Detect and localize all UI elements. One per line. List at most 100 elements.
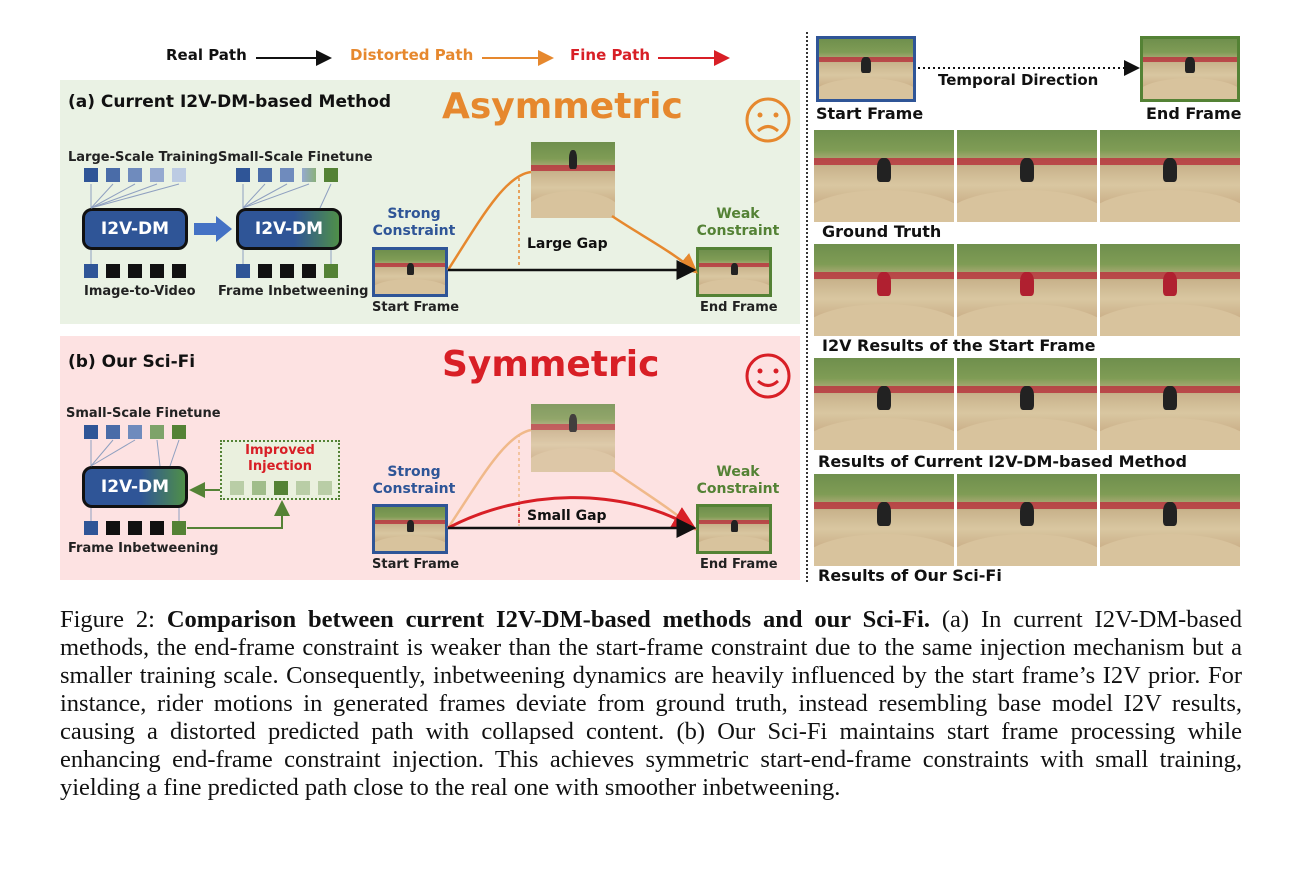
temporal-direction-label: Temporal Direction	[938, 71, 1099, 89]
token-square	[258, 168, 272, 182]
happy-face-icon	[745, 353, 791, 399]
token-square	[128, 264, 142, 278]
token-square	[324, 168, 338, 182]
end-frame-label-b: End Frame	[700, 557, 778, 572]
distorted-frame-thumb-a	[531, 142, 615, 218]
right-start-frame-label: Start Frame	[816, 104, 924, 123]
sci-fi-result-frame	[1100, 474, 1240, 566]
panel-b-paths	[446, 428, 697, 538]
start-frame-thumb-b	[372, 504, 448, 554]
temporal-arrow	[918, 60, 1140, 76]
figure-caption: Figure 2: Comparison between current I2V…	[60, 606, 1242, 802]
distorted-path-a	[446, 170, 696, 272]
current-method-frame	[1100, 358, 1240, 450]
caption-bold: Comparison between current I2V-DM-based …	[166, 606, 930, 633]
strong-constraint-label-a: Strong Constraint	[372, 206, 456, 239]
weak-constraint-label-b: Weak Constraint	[696, 464, 780, 497]
current-method-frame	[957, 358, 1097, 450]
image-to-video-label: Image-to-Video	[84, 284, 196, 299]
right-end-frame	[1140, 36, 1240, 102]
token-square	[302, 168, 316, 182]
token-square	[302, 264, 316, 278]
distorted-frame-thumb-b	[531, 404, 615, 472]
panel-a-paths	[446, 170, 800, 330]
i2v-result-frame	[814, 244, 954, 336]
token-square	[324, 264, 338, 278]
token-square	[106, 425, 120, 439]
token-square	[236, 264, 250, 278]
sci-fi-result-frame	[814, 474, 954, 566]
row-label: Ground Truth	[822, 222, 942, 241]
i2v-result-frame	[957, 244, 1097, 336]
ground-truth-frame	[957, 130, 1097, 222]
row-label: Results of Our Sci-Fi	[818, 566, 1002, 585]
sad-face-icon	[745, 97, 791, 143]
token-square	[84, 521, 98, 535]
token-square	[172, 264, 186, 278]
panel-a-connectors	[90, 183, 332, 264]
end-frame-label-a: End Frame	[700, 300, 778, 315]
token-square	[150, 264, 164, 278]
i2v-dm-block-a1: I2V-DM	[82, 208, 188, 250]
panel-b-title: (b) Our Sci-Fi	[68, 352, 196, 372]
token-square	[296, 481, 310, 495]
ground-truth-frame	[1100, 130, 1240, 222]
right-arrow-icon	[194, 216, 232, 242]
caption-label: Figure 2:	[60, 606, 167, 633]
fine-path-b	[447, 496, 697, 530]
large-gap-label: Large Gap	[527, 236, 608, 252]
token-square	[150, 521, 164, 535]
panel-a-heading: Asymmetric	[442, 86, 683, 127]
end-frame-thumb-b	[696, 504, 772, 554]
token-square	[84, 264, 98, 278]
small-gap-label: Small Gap	[527, 508, 607, 524]
token-square	[274, 481, 288, 495]
legend-fine-path: Fine Path	[570, 46, 651, 64]
token-square	[128, 168, 142, 182]
small-scale-finetune-label-b: Small-Scale Finetune	[66, 406, 221, 421]
right-end-frame-label: End Frame	[1146, 104, 1242, 123]
panel-b-heading: Symmetric	[442, 344, 660, 385]
weak-constraint-label-a: Weak Constraint	[696, 206, 780, 239]
vertical-divider	[806, 32, 808, 582]
large-scale-training-label: Large-Scale Training	[68, 150, 218, 165]
caption-body: (a) In current I2V-DM-based methods, the…	[60, 606, 1242, 801]
strong-constraint-label-b: Strong Constraint	[372, 464, 456, 497]
legend-distorted-path: Distorted Path	[350, 46, 474, 64]
token-square	[280, 168, 294, 182]
frame-inbetweening-label-b: Frame Inbetweening	[68, 541, 219, 556]
token-square	[84, 425, 98, 439]
token-square	[236, 168, 250, 182]
legend-real-path: Real Path	[166, 46, 247, 64]
token-square	[150, 425, 164, 439]
token-square	[106, 264, 120, 278]
token-square	[258, 264, 272, 278]
i2v-result-frame	[1100, 244, 1240, 336]
token-square	[252, 481, 266, 495]
panel-b-connectors	[90, 439, 290, 529]
i2v-dm-block-b: I2V-DM	[82, 466, 188, 508]
token-square	[106, 521, 120, 535]
current-method-frame	[814, 358, 954, 450]
frame-inbetweening-label-a: Frame Inbetweening	[218, 284, 369, 299]
token-square	[84, 168, 98, 182]
token-square	[172, 521, 186, 535]
small-scale-finetune-label-a: Small-Scale Finetune	[218, 150, 373, 165]
improved-injection-label: Improved Injection	[245, 443, 315, 474]
panel-a-title: (a) Current I2V-DM-based Method	[68, 92, 392, 112]
token-square	[150, 168, 164, 182]
sci-fi-result-frame	[957, 474, 1097, 566]
token-square	[318, 481, 332, 495]
row-label: Results of Current I2V-DM-based Method	[818, 452, 1187, 471]
token-square	[172, 168, 186, 182]
i2v-dm-block-a2: I2V-DM	[236, 208, 342, 250]
right-start-frame	[816, 36, 916, 102]
token-square	[172, 425, 186, 439]
row-label: I2V Results of the Start Frame	[822, 336, 1096, 355]
start-frame-label-a: Start Frame	[372, 300, 460, 315]
token-square	[230, 481, 244, 495]
token-square	[128, 521, 142, 535]
start-frame-thumb-a	[372, 247, 448, 297]
legend-arrows	[256, 50, 730, 66]
token-square	[106, 168, 120, 182]
